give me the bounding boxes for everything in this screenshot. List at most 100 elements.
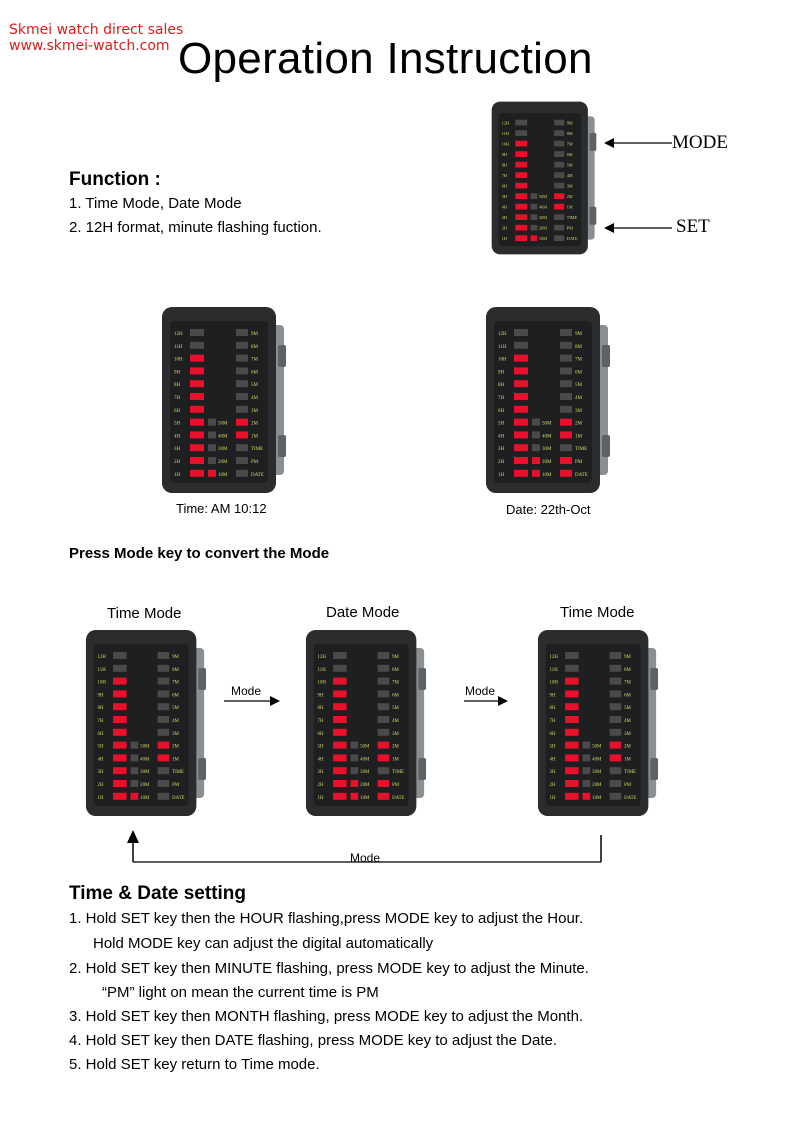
led-label-left: 12H	[498, 332, 507, 337]
led-label-right: 3M	[624, 732, 631, 737]
led-label-left: 9H	[498, 370, 505, 375]
led-label-mid: 40M	[218, 434, 228, 439]
led-right	[554, 224, 565, 231]
led-label-left: 1H	[550, 796, 556, 801]
led-label-right: 8M	[251, 345, 259, 350]
led-label-left: 6H	[318, 732, 324, 737]
led-label-left: 6H	[502, 184, 507, 189]
led-label-left: 5H	[498, 422, 505, 427]
led-right	[560, 393, 572, 400]
led-label-left: 7H	[550, 719, 556, 724]
led-label-right: 4M	[567, 173, 573, 178]
led-label-left: 11H	[498, 345, 507, 350]
led-label-mid: 40M	[592, 757, 602, 762]
led-label-mid: 10M	[592, 796, 602, 801]
led-label-left: 5H	[174, 422, 181, 427]
led-right	[377, 652, 390, 659]
led-label-right: TIME	[567, 215, 578, 220]
led-label-right: 7M	[172, 681, 179, 686]
led-label-left: 9H	[318, 693, 324, 698]
led-label-left: 9H	[550, 693, 556, 698]
led-right	[377, 792, 390, 800]
setting-line-1b: Hold MODE key can adjust the digital aut…	[93, 935, 434, 952]
led-label-right: 7M	[624, 681, 631, 686]
led-label-right: 1M	[251, 434, 259, 439]
led-label-left: 3H	[498, 447, 505, 452]
led-label-left: 8H	[498, 383, 505, 388]
led-label-left: 7H	[498, 396, 505, 401]
led-label-mid: 40M	[542, 434, 552, 439]
led-right	[560, 469, 572, 477]
led-right	[157, 728, 170, 736]
led-label-mid: 20M	[218, 460, 228, 465]
mode-cycle-arrows	[127, 696, 602, 863]
led-right	[560, 431, 572, 439]
led-label-right: PM	[172, 783, 180, 788]
led-label-mid: 10M	[140, 796, 150, 801]
led-right	[157, 780, 170, 787]
led-label-right: 4M	[575, 396, 583, 401]
led-label-right: 9M	[567, 121, 573, 126]
setting-line-2b: “PM” light on mean the current time is P…	[102, 984, 379, 1001]
led-label-right: PM	[392, 783, 400, 788]
led-right	[157, 703, 170, 711]
led-label-right: 7M	[251, 358, 259, 363]
led-right	[560, 444, 572, 452]
led-right	[554, 182, 565, 189]
led-label-left: 4H	[174, 434, 181, 439]
led-right	[560, 380, 572, 388]
led-label-left: 12H	[174, 332, 183, 337]
loop-label: Mode	[350, 851, 381, 865]
led-label-left: 6H	[174, 409, 181, 414]
led-label-right: 5M	[392, 706, 399, 711]
led-label-left: 2H	[550, 783, 556, 788]
date-caption: Date: 22th-Oct	[506, 502, 591, 517]
led-label-mid: 10M	[218, 473, 228, 478]
led-right	[609, 728, 622, 736]
arrow-label-2: Mode	[465, 684, 496, 698]
led-right	[554, 119, 565, 126]
led-label-left: 12H	[502, 121, 509, 126]
led-right	[236, 469, 248, 477]
led-right	[236, 329, 248, 336]
led-label-left: 9H	[174, 370, 181, 375]
led-label-mid: 30M	[592, 770, 602, 775]
led-right	[609, 741, 622, 749]
led-label-mid: 50M	[360, 745, 370, 750]
led-label-right: 7M	[575, 358, 583, 363]
led-label-right: PM	[624, 783, 632, 788]
led-label-right: 2M	[392, 745, 399, 750]
led-label-left: 8H	[318, 706, 324, 711]
led-right	[554, 203, 565, 210]
led-label-mid: 50M	[539, 194, 547, 199]
mode-title-3: Time Mode	[560, 604, 635, 621]
led-right	[236, 354, 248, 362]
led-label-left: 2H	[174, 460, 181, 465]
led-label-left: 3H	[174, 447, 181, 452]
led-right	[560, 367, 572, 375]
led-label-left: 8H	[98, 706, 104, 711]
led-right	[609, 754, 622, 762]
led-label-right: TIME	[624, 770, 636, 775]
led-label-right: 6M	[567, 152, 573, 157]
led-right	[377, 754, 390, 762]
led-right	[560, 341, 572, 349]
led-label-right: 6M	[624, 693, 631, 698]
led-label-left: 2H	[502, 226, 507, 231]
led-right	[236, 431, 248, 439]
setting-line-1: 1. Hold SET key then the HOUR flashing,p…	[69, 910, 584, 927]
led-label-left: 1H	[98, 796, 104, 801]
led-label-right: 2M	[567, 194, 573, 199]
led-right	[157, 716, 170, 723]
led-right	[236, 457, 248, 464]
led-right	[377, 690, 390, 698]
led-right	[609, 664, 622, 672]
led-label-right: 8M	[172, 668, 179, 673]
led-label-right: 8M	[624, 668, 631, 673]
led-label-right: 3M	[567, 184, 573, 189]
led-label-mid: 20M	[542, 460, 552, 465]
led-label-right: DATE	[575, 473, 588, 478]
